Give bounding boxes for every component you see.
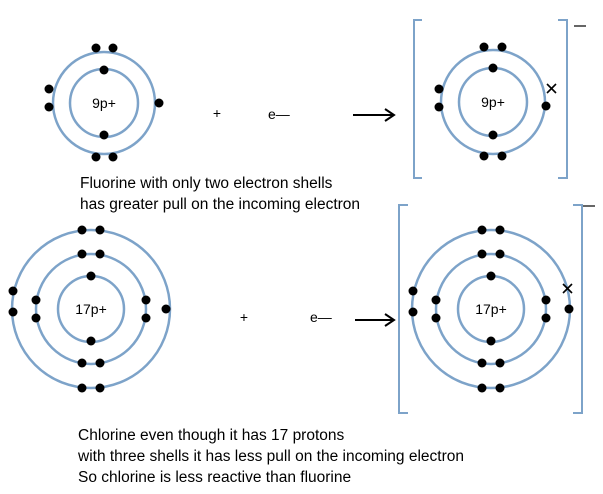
electron bbox=[44, 84, 54, 94]
reaction-arrow bbox=[353, 108, 396, 122]
electron bbox=[77, 249, 87, 259]
electron bbox=[408, 286, 418, 296]
electrons bbox=[408, 225, 574, 393]
electron bbox=[541, 295, 551, 305]
fluorine-atom: 9p+ bbox=[44, 43, 164, 162]
gained-electron-cross-icon bbox=[562, 283, 573, 294]
electron bbox=[154, 98, 164, 108]
electron bbox=[161, 304, 171, 314]
electron bbox=[486, 336, 496, 346]
electron bbox=[95, 383, 105, 393]
electron bbox=[141, 313, 151, 323]
electron bbox=[488, 63, 498, 73]
electron bbox=[495, 249, 505, 259]
electron-symbol: e— bbox=[268, 106, 290, 122]
electron bbox=[488, 130, 498, 140]
nucleus-label: 17p+ bbox=[75, 301, 107, 317]
electron bbox=[108, 152, 118, 162]
electron bbox=[431, 295, 441, 305]
chlorine-atom: 17p+ bbox=[8, 225, 172, 393]
electron bbox=[434, 84, 444, 94]
fluoride-ion: 9p+ bbox=[413, 19, 586, 179]
fluorine-caption-line: has greater pull on the incoming electro… bbox=[80, 196, 360, 213]
electron bbox=[91, 152, 101, 162]
electron bbox=[31, 295, 41, 305]
nucleus-label: 9p+ bbox=[481, 94, 505, 110]
reaction-arrow bbox=[355, 313, 396, 327]
electron bbox=[495, 358, 505, 368]
electron bbox=[31, 313, 41, 323]
nucleus-label: 9p+ bbox=[92, 95, 116, 111]
electron bbox=[479, 151, 489, 161]
right-bracket bbox=[558, 19, 568, 179]
electron bbox=[541, 101, 551, 111]
electron bbox=[541, 313, 551, 323]
electron bbox=[564, 304, 574, 314]
electron bbox=[77, 225, 87, 235]
electron bbox=[95, 249, 105, 259]
electron bbox=[477, 249, 487, 259]
electron bbox=[8, 307, 18, 317]
plus-sign: + bbox=[213, 105, 221, 121]
gained-electron-cross-icon bbox=[546, 83, 557, 94]
nucleus-label: 17p+ bbox=[475, 301, 507, 317]
electrons bbox=[434, 42, 551, 161]
electron bbox=[95, 225, 105, 235]
electron bbox=[434, 102, 444, 112]
electron bbox=[77, 358, 87, 368]
electron bbox=[495, 383, 505, 393]
electron bbox=[477, 358, 487, 368]
electron bbox=[497, 42, 507, 52]
chlorine-caption-line: So chlorine is less reactive than fluori… bbox=[78, 469, 351, 486]
electron-symbol: e— bbox=[310, 309, 332, 325]
plus-sign: + bbox=[240, 309, 248, 325]
electron bbox=[99, 130, 109, 140]
chlorine-caption-line: Chlorine even though it has 17 protons bbox=[78, 427, 345, 444]
right-bracket bbox=[573, 204, 583, 414]
electron bbox=[495, 225, 505, 235]
electron bbox=[486, 271, 496, 281]
electron bbox=[77, 383, 87, 393]
electron bbox=[108, 43, 118, 53]
electron bbox=[86, 271, 96, 281]
electron bbox=[8, 286, 18, 296]
electron bbox=[479, 42, 489, 52]
electron bbox=[44, 102, 54, 112]
fluorine-caption-line: Fluorine with only two electron shells bbox=[80, 175, 333, 192]
electron bbox=[497, 151, 507, 161]
electron bbox=[86, 336, 96, 346]
left-bracket bbox=[398, 204, 408, 414]
electron bbox=[431, 313, 441, 323]
electron bbox=[99, 65, 109, 75]
electron bbox=[141, 295, 151, 305]
middle-shell bbox=[434, 252, 548, 366]
electron bbox=[477, 225, 487, 235]
chlorine-caption-line: with three shells it has less pull on th… bbox=[77, 448, 464, 465]
electron bbox=[95, 358, 105, 368]
electrons bbox=[8, 225, 171, 393]
electron bbox=[477, 383, 487, 393]
middle-shell bbox=[34, 252, 148, 366]
electron bbox=[408, 307, 418, 317]
left-bracket bbox=[413, 19, 422, 179]
chloride-ion: 17p+ bbox=[398, 204, 595, 414]
electrons bbox=[44, 43, 164, 162]
electron bbox=[91, 43, 101, 53]
